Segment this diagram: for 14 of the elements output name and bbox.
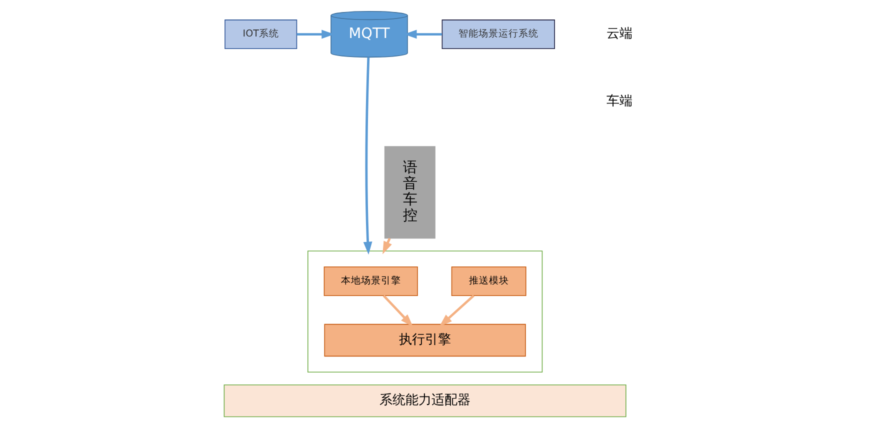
node-box: 语音车控 <box>384 146 435 239</box>
arrow <box>296 30 334 39</box>
node-box: 系统能力适配器 <box>223 384 626 418</box>
arrow <box>362 57 372 255</box>
label: 云端 <box>606 26 632 42</box>
cluster <box>306 250 542 373</box>
arrow <box>382 294 413 327</box>
node-box: 执行引擎 <box>324 324 526 357</box>
node-box: 推送模块 <box>450 266 526 296</box>
arrow <box>438 294 474 327</box>
node-box: IOT系统 <box>224 20 297 49</box>
node-box: 本地场景引擎 <box>323 266 418 296</box>
node-box: 智能场景运行系统 <box>441 20 554 49</box>
label: 车端 <box>606 94 632 109</box>
